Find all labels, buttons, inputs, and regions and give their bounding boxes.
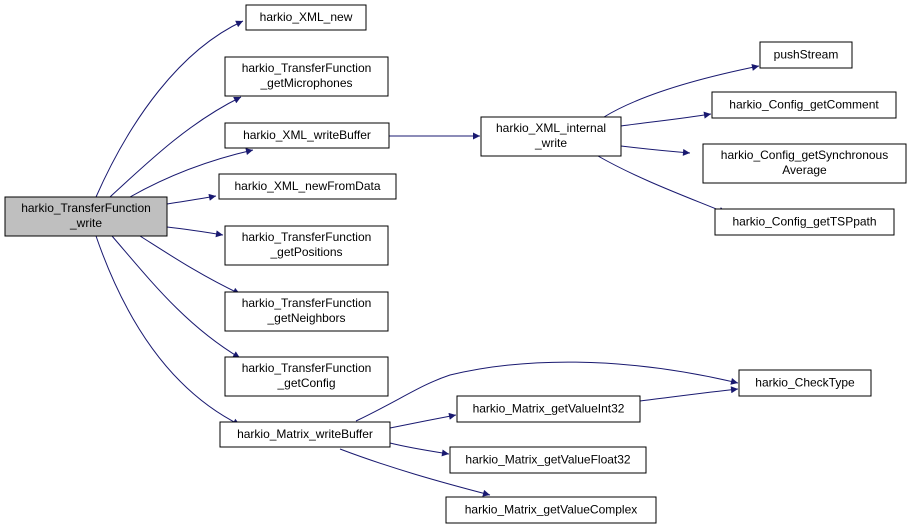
edge-xml-internal-write-to-config-get-tsp-path <box>597 155 727 214</box>
node-matrix-get-value-float32[interactable]: harkio_Matrix_getValueFloat32 <box>449 446 647 474</box>
node-xml-new-from-data-label: harkio_XML_newFromData <box>234 179 380 193</box>
node-matrix-get-value-int32[interactable]: harkio_Matrix_getValueInt32 <box>456 395 641 423</box>
edge-root-to-xml-write-buffer <box>129 148 254 198</box>
edge-xml-internal-write-to-push-stream <box>603 63 760 118</box>
edge-root-to-tf-get-neighbors <box>139 235 241 295</box>
node-tf-get-microphones-line-2: _getMicrophones <box>259 76 352 90</box>
node-push-stream[interactable]: pushStream <box>759 41 853 69</box>
node-xml-new[interactable]: harkio_XML_new <box>245 4 367 31</box>
node-tf-get-neighbors[interactable]: harkio_TransferFunction _getNeighbors <box>224 291 389 332</box>
node-tf-get-config-line-2: _getConfig <box>276 376 335 390</box>
node-xml-internal-write-line-2: _write <box>534 136 567 150</box>
node-matrix-write-buffer[interactable]: harkio_Matrix_writeBuffer <box>219 421 391 448</box>
node-tf-get-positions-line-1: harkio_TransferFunction <box>242 230 372 244</box>
node-config-get-comment[interactable]: harkio_Config_getComment <box>711 91 897 119</box>
node-xml-new-from-data[interactable]: harkio_XML_newFromData <box>218 173 397 200</box>
node-config-get-tsp-path-label: harkio_Config_getTSPpath <box>732 215 876 229</box>
edge-root-to-xml-new-from-data <box>166 193 217 205</box>
node-config-get-sync-avg[interactable]: harkio_Config_getSynchronous Average <box>702 143 907 184</box>
node-root[interactable]: harkio_TransferFunction _write <box>4 196 168 237</box>
node-tf-get-config[interactable]: harkio_TransferFunction _getConfig <box>224 356 389 397</box>
edge-root-to-tf-get-positions <box>166 226 224 238</box>
node-matrix-get-value-float32-label: harkio_Matrix_getValueFloat32 <box>465 453 631 467</box>
edge-root-to-matrix-write-buffer <box>95 235 241 426</box>
node-tf-get-microphones[interactable]: harkio_TransferFunction _getMicrophones <box>224 56 389 97</box>
node-tf-get-neighbors-line-1: harkio_TransferFunction <box>242 296 372 310</box>
node-xml-write-buffer[interactable]: harkio_XML_writeBuffer <box>224 122 390 149</box>
edge-matrix-write-buffer-to-matrix-get-value-complex <box>339 448 491 497</box>
edge-xml-internal-write-to-config-get-comment <box>620 111 712 127</box>
node-config-get-sync-avg-line-2: Average <box>782 163 827 177</box>
node-tf-get-config-line-1: harkio_TransferFunction <box>242 361 372 375</box>
node-tf-get-neighbors-line-2: _getNeighbors <box>266 311 345 325</box>
node-tf-get-positions[interactable]: harkio_TransferFunction _getPositions <box>224 225 389 266</box>
node-push-stream-label: pushStream <box>774 48 839 62</box>
edge-root-to-tf-get-microphones <box>109 96 242 198</box>
node-matrix-get-value-complex-label: harkio_Matrix_getValueComplex <box>465 503 638 517</box>
node-xml-new-label: harkio_XML_new <box>260 10 353 24</box>
node-config-get-sync-avg-line-1: harkio_Config_getSynchronous <box>721 148 888 162</box>
node-matrix-get-value-int32-label: harkio_Matrix_getValueInt32 <box>473 402 625 416</box>
edge-root-to-xml-new <box>95 20 244 198</box>
node-xml-internal-write-line-1: harkio_XML_internal <box>496 121 606 135</box>
edge-matrix-get-value-int32-to-check-type <box>639 386 739 402</box>
node-config-get-comment-label: harkio_Config_getComment <box>729 98 879 112</box>
node-tf-get-positions-line-2: _getPositions <box>269 245 342 259</box>
node-check-type[interactable]: harkio_CheckType <box>738 369 872 397</box>
node-matrix-get-value-complex[interactable]: harkio_Matrix_getValueComplex <box>445 496 657 524</box>
node-xml-internal-write[interactable]: harkio_XML_internal _write <box>480 116 622 157</box>
node-config-get-tsp-path[interactable]: harkio_Config_getTSPpath <box>714 208 895 236</box>
edge-layer <box>95 20 760 497</box>
node-matrix-write-buffer-label: harkio_Matrix_writeBuffer <box>237 427 373 441</box>
edge-root-to-tf-get-config <box>111 235 241 359</box>
edge-xml-internal-write-to-config-get-sync-avg <box>620 145 691 156</box>
edge-matrix-write-buffer-to-matrix-get-value-int32 <box>389 412 457 429</box>
edge-matrix-write-buffer-to-check-type <box>355 361 739 422</box>
node-xml-write-buffer-label: harkio_XML_writeBuffer <box>243 128 371 142</box>
node-tf-get-microphones-line-1: harkio_TransferFunction <box>242 61 372 75</box>
edge-matrix-write-buffer-to-matrix-get-value-float32 <box>389 442 450 457</box>
node-root-line-2: _write <box>69 216 102 230</box>
node-root-line-1: harkio_TransferFunction <box>21 201 151 215</box>
node-check-type-label: harkio_CheckType <box>755 376 855 390</box>
